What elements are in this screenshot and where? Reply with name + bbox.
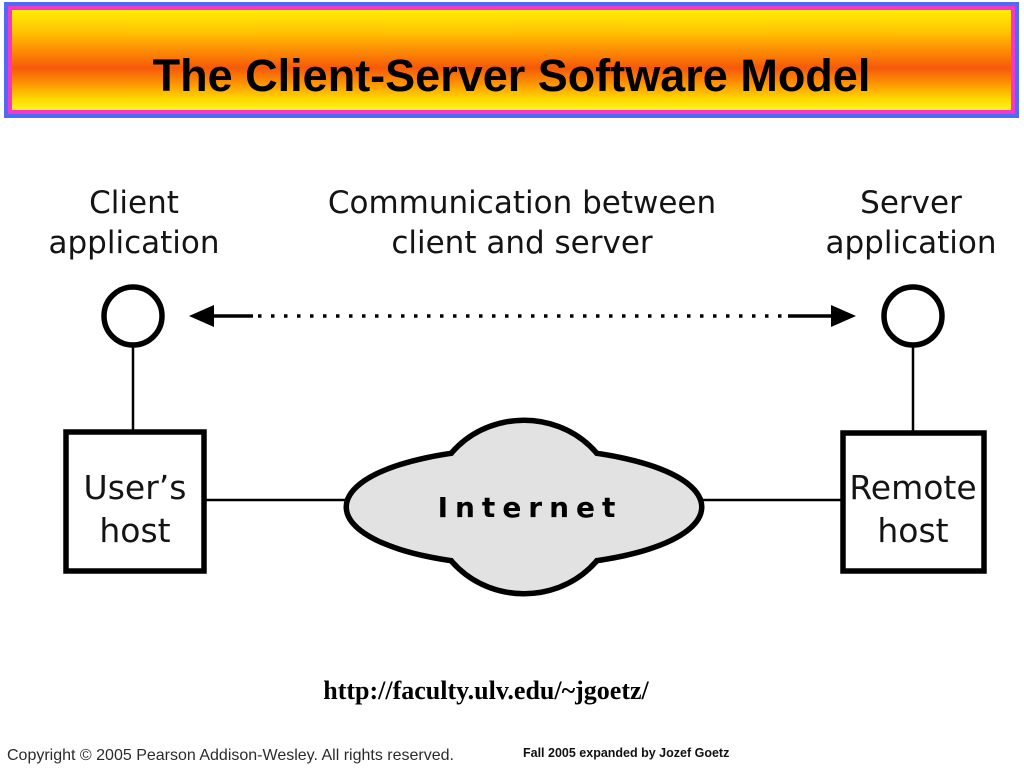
server-application-label-line1: Server: [860, 185, 962, 221]
server-node-circle: [881, 284, 945, 348]
page-title: The Client-Server Software Model: [152, 50, 871, 101]
communication-arrow: [189, 305, 856, 327]
client-node-circle: [101, 284, 165, 348]
users-host-label-line2: host: [99, 511, 170, 550]
faculty-url: http://faculty.ulv.edu/~jgoetz/: [323, 676, 649, 705]
expanded-by-note: Fall 2005 expanded by Jozef Goetz: [523, 746, 730, 760]
arrowhead-left-icon: [189, 305, 214, 327]
copyright-notice: Copyright © 2005 Pearson Addison-Wesley.…: [7, 747, 454, 764]
client-application-label-line2: application: [49, 225, 220, 261]
title-banner: The Client-Server Software Model: [4, 2, 1019, 118]
remote-host-label-line1: Remote: [849, 468, 976, 507]
cloud-wide-ellipse-fill: [349, 451, 699, 563]
client-application-label-line1: Client: [89, 185, 179, 221]
communication-label-line2: client and server: [391, 225, 653, 261]
users-host-label-line1: User’s: [84, 468, 187, 507]
server-application-label-line2: application: [826, 225, 997, 261]
remote-host-box: [840, 430, 987, 574]
client-server-diagram: Client application Communication between…: [49, 185, 997, 597]
remote-host-label-line2: host: [877, 511, 948, 550]
communication-label-line1: Communication between: [328, 185, 716, 221]
internet-cloud: Internet: [343, 417, 705, 597]
users-host-box: [63, 429, 207, 574]
arrowhead-right-icon: [831, 305, 856, 327]
internet-label: Internet: [438, 491, 623, 524]
